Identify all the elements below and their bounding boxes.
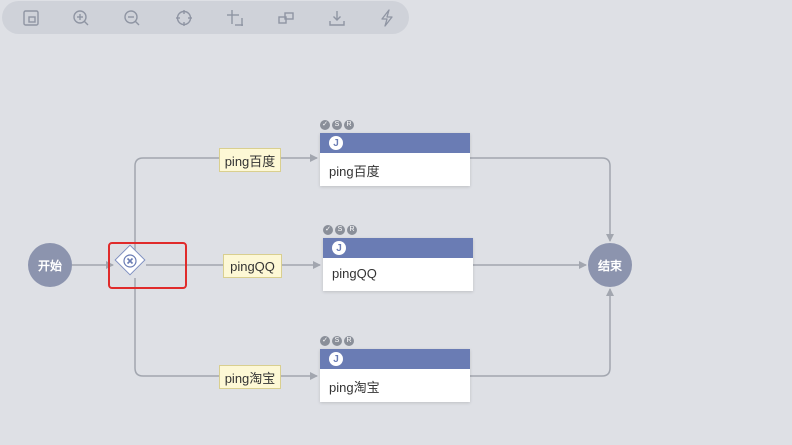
- job-icon: J: [329, 136, 343, 150]
- task-node-ping-baidu[interactable]: J ping百度: [320, 133, 470, 186]
- task-header: J: [323, 238, 473, 258]
- r-icon[interactable]: R: [344, 336, 354, 346]
- task-label: ping淘宝: [329, 380, 380, 395]
- task-status-icons: ✓ S R: [320, 336, 356, 346]
- edge-label-ping-baidu[interactable]: ping百度: [219, 148, 281, 172]
- minimap-button[interactable]: [19, 6, 43, 30]
- zoom-in-button[interactable]: [69, 6, 93, 30]
- task-label: ping百度: [329, 164, 380, 179]
- toolbar: [2, 1, 409, 34]
- s-icon[interactable]: S: [332, 120, 342, 130]
- job-icon: J: [329, 352, 343, 366]
- task-header: J: [320, 349, 470, 369]
- gateway-x-icon: [120, 251, 140, 271]
- task-label: pingQQ: [332, 266, 377, 281]
- edge-task3-end: [470, 288, 614, 377]
- flash-icon: [381, 9, 393, 27]
- check-icon[interactable]: ✓: [320, 120, 330, 130]
- zoom-in-icon: [73, 10, 89, 26]
- task-header: J: [320, 133, 470, 153]
- selection-highlight: [108, 242, 187, 289]
- edge-label-ping-qq[interactable]: pingQQ: [223, 254, 282, 278]
- fit-view-icon: [176, 10, 192, 26]
- s-icon[interactable]: S: [335, 225, 345, 235]
- zoom-out-icon: [124, 10, 140, 26]
- edge-task1-end: [470, 157, 614, 242]
- task-status-icons: ✓ S R: [320, 120, 356, 130]
- end-node-label: 结束: [597, 258, 622, 273]
- r-icon[interactable]: R: [347, 225, 357, 235]
- fit-view-button[interactable]: [172, 6, 196, 30]
- download-icon: [329, 11, 345, 26]
- start-node[interactable]: 开始: [28, 243, 72, 287]
- check-icon[interactable]: ✓: [323, 225, 333, 235]
- layout-icon: [278, 12, 294, 24]
- minimap-icon: [23, 10, 39, 26]
- edge-label-text: ping百度: [224, 153, 276, 169]
- end-node[interactable]: 结束: [588, 243, 632, 287]
- task-node-ping-qq[interactable]: J pingQQ: [323, 238, 473, 291]
- edge-label-text: pingQQ: [230, 258, 275, 274]
- layout-button[interactable]: [274, 6, 298, 30]
- download-button[interactable]: [325, 6, 349, 30]
- zoom-out-button[interactable]: [120, 6, 144, 30]
- edge-label-text: ping淘宝: [224, 370, 276, 386]
- job-icon: J: [332, 241, 346, 255]
- s-icon[interactable]: S: [332, 336, 342, 346]
- edge-gateway-task3: [134, 278, 318, 380]
- task-node-ping-taobao[interactable]: J ping淘宝: [320, 349, 470, 402]
- r-icon[interactable]: R: [344, 120, 354, 130]
- task-status-icons: ✓ S R: [323, 225, 359, 235]
- start-node-label: 开始: [37, 258, 62, 273]
- edge-label-ping-taobao[interactable]: ping淘宝: [219, 365, 281, 389]
- grid-button[interactable]: [223, 6, 247, 30]
- grid-icon: [227, 10, 243, 26]
- flash-button[interactable]: [375, 6, 399, 30]
- edge-gateway-task1: [134, 154, 318, 252]
- check-icon[interactable]: ✓: [320, 336, 330, 346]
